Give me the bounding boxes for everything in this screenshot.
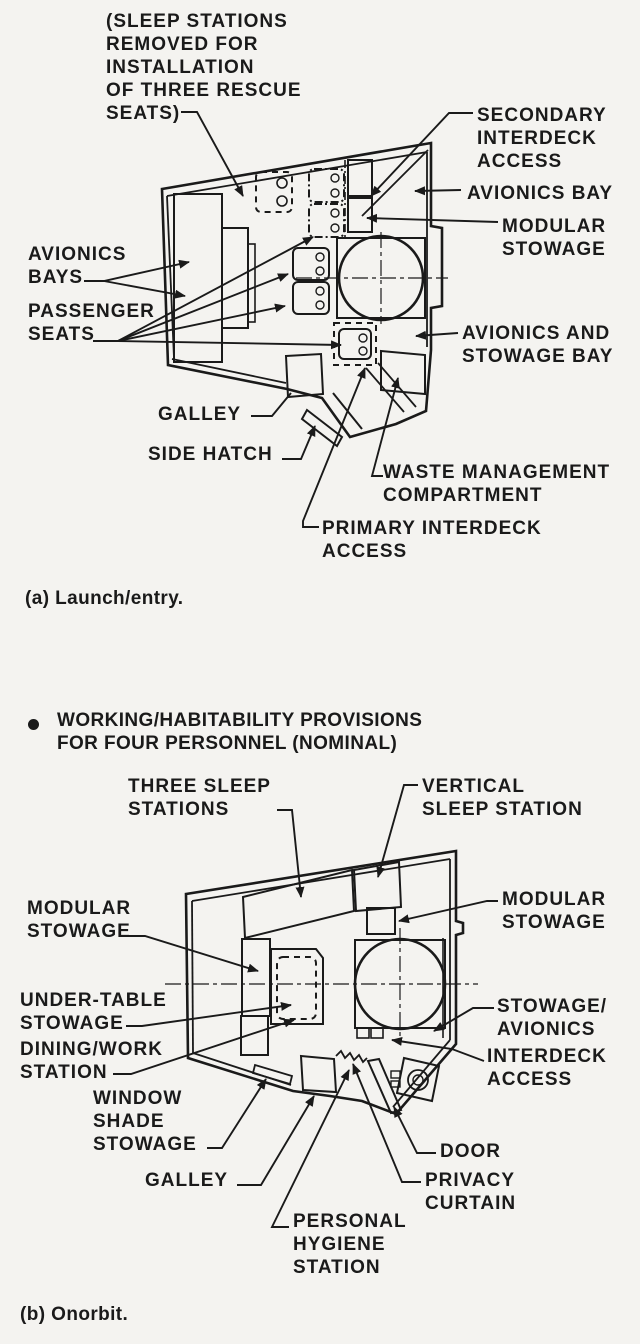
label-side-hatch: SIDE HATCH: [148, 444, 273, 465]
label-vertical-sleep: VERTICAL SLEEP STATION: [422, 776, 583, 820]
bullet-icon: [28, 719, 39, 730]
figure-a-center-seats: [308, 168, 345, 238]
label-interdeck-access: INTERDECK ACCESS: [487, 1046, 607, 1090]
figure-a-caption: (a) Launch/entry.: [25, 588, 184, 609]
label-window-shade: WINDOW SHADE STOWAGE: [93, 1088, 197, 1155]
figure-b-interdeck-circle: [165, 928, 478, 1042]
label-under-table: UNDER-TABLE STOWAGE: [20, 990, 167, 1034]
figure-b-hull: [184, 849, 465, 1116]
section-b-header: WORKING/HABITABILITY PROVISIONS FOR FOUR…: [57, 710, 423, 754]
figure-a-galley-box: [284, 352, 325, 399]
label-avionics-bay: AVIONICS BAY: [467, 183, 614, 204]
label-passenger-seats: PASSENGER SEATS: [28, 301, 155, 345]
label-dining-work: DINING/WORK STATION: [20, 1039, 163, 1083]
label-sleep-note: (SLEEP STATIONS REMOVED FOR INSTALLATION…: [106, 11, 302, 124]
figure-a-passenger-seats: [292, 247, 330, 315]
figure-a-avionics-bays: [173, 193, 256, 363]
figure-b-caption: (b) Onorbit.: [20, 1304, 129, 1325]
figure-b-sleep-stations: [241, 860, 403, 940]
label-door: DOOR: [440, 1141, 501, 1162]
label-three-sleep: THREE SLEEP STATIONS: [128, 776, 271, 820]
figure-b-dining-table: [270, 948, 324, 1025]
label-secondary-interdeck: SECONDARY INTERDECK ACCESS: [477, 105, 607, 172]
label-avionics-bays: AVIONICS BAYS: [28, 244, 127, 288]
figure-a-side-hatch: [300, 392, 363, 448]
figure-b-leaders: [113, 784, 498, 1228]
label-modular-stowage-left: MODULAR STOWAGE: [27, 898, 132, 942]
label-avionics-stowage-bay: AVIONICS AND STOWAGE BAY: [462, 323, 614, 367]
label-galley-b: GALLEY: [145, 1170, 229, 1191]
label-stowage-avionics: STOWAGE/ AVIONICS: [497, 996, 608, 1040]
label-galley-a: GALLEY: [158, 404, 242, 425]
label-waste-mgmt: WASTE MANAGEMENT COMPARTMENT: [383, 462, 611, 506]
label-personal-hygiene: PERSONAL HYGIENE STATION: [293, 1211, 407, 1278]
figure-b-galley-box: [299, 1054, 338, 1094]
label-modular-stowage-a: MODULAR STOWAGE: [502, 216, 607, 260]
figure-a-rescue-seat-dashed: [255, 171, 293, 213]
figure-b-window-shade-strip: [251, 1063, 294, 1086]
figure-a-leaders: [84, 111, 499, 528]
label-primary-interdeck: PRIMARY INTERDECK ACCESS: [322, 518, 542, 562]
label-privacy-curtain: PRIVACY CURTAIN: [425, 1170, 517, 1214]
figure-b-modular-stowage-units: [240, 907, 396, 1056]
figure-a-interdeck-circle: [296, 232, 448, 324]
figure-a-hull: [160, 141, 444, 439]
figure-a-modular-stowage-units: [344, 159, 373, 240]
figure-b-hygiene-station: [390, 1056, 441, 1103]
figure-b-privacy-curtain: [335, 1049, 368, 1064]
figure-a-waste-compartment: [380, 349, 426, 396]
figure-a-primary-interdeck-box: [333, 322, 377, 366]
label-modular-stowage-right: MODULAR STOWAGE: [502, 889, 607, 933]
